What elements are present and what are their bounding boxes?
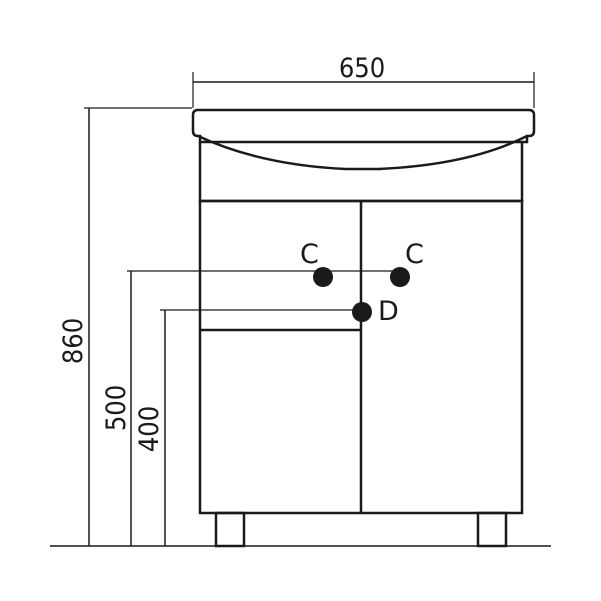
outlet-d-dot [352,302,372,322]
dimension-lines [50,72,551,547]
basin-rim [191,108,536,144]
outlet-c-right-dot [390,267,410,287]
cabinet-apron [198,142,524,203]
outlet-c-left-label: C [300,239,319,270]
leg-right [476,511,508,548]
basin-bowl [197,134,528,171]
width-dim-label: 650 [339,53,385,84]
leg-left [214,511,246,548]
outlet-c-left-dot [313,267,333,287]
outlet-d-dim-label: 400 [134,406,165,452]
outlet-c-dim-label: 500 [101,385,132,431]
height-dim-label: 860 [58,318,89,364]
connection-points [313,267,410,322]
outlet-c-right-label: C [405,239,424,270]
cabinet [191,108,536,548]
outlet-d-label: D [378,296,399,327]
